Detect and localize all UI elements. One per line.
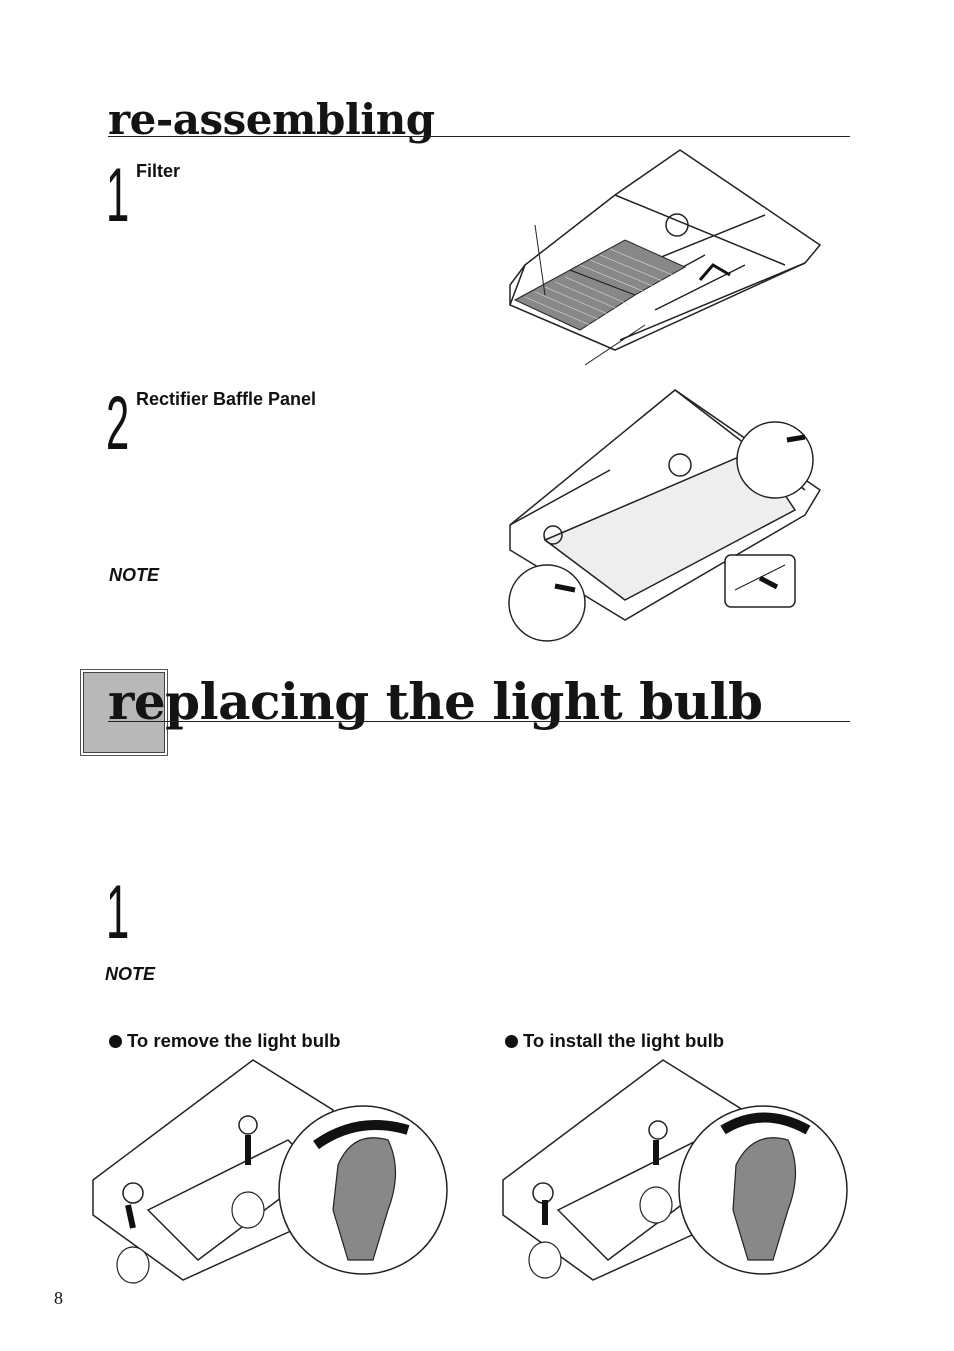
bullet-icon [109,1034,122,1048]
rectifier-baffle-panel-illustration [508,389,822,642]
step-number: 1 [106,870,130,955]
step-number: 2 [106,381,130,466]
note-label: NOTE [105,964,156,984]
step-label-rectifier-baffle-panel: Rectifier Baffle Panel [136,389,317,409]
remove-bulb-illustration [92,1059,448,1284]
step-label-filter: Filter [136,161,181,181]
section-marker-box [83,672,165,753]
page-number: 8 [54,1288,63,1308]
note-label: NOTE [109,565,160,585]
install-bulb-illustration [502,1059,848,1281]
section-title-replacing-light-bulb: replacing the light bulb [108,672,763,731]
section-title-reassembling: re-assembling [108,95,435,144]
step-number: 1 [106,153,130,238]
filter-illustration [509,149,822,366]
install-bulb-heading: To install the light bulb [505,1030,724,1052]
title-rule [108,136,850,137]
title-rule [108,721,850,722]
remove-bulb-heading: To remove the light bulb [109,1030,340,1052]
install-bulb-label: To install the light bulb [523,1030,725,1051]
bullet-icon [505,1034,518,1048]
remove-bulb-label: To remove the light bulb [127,1030,341,1051]
